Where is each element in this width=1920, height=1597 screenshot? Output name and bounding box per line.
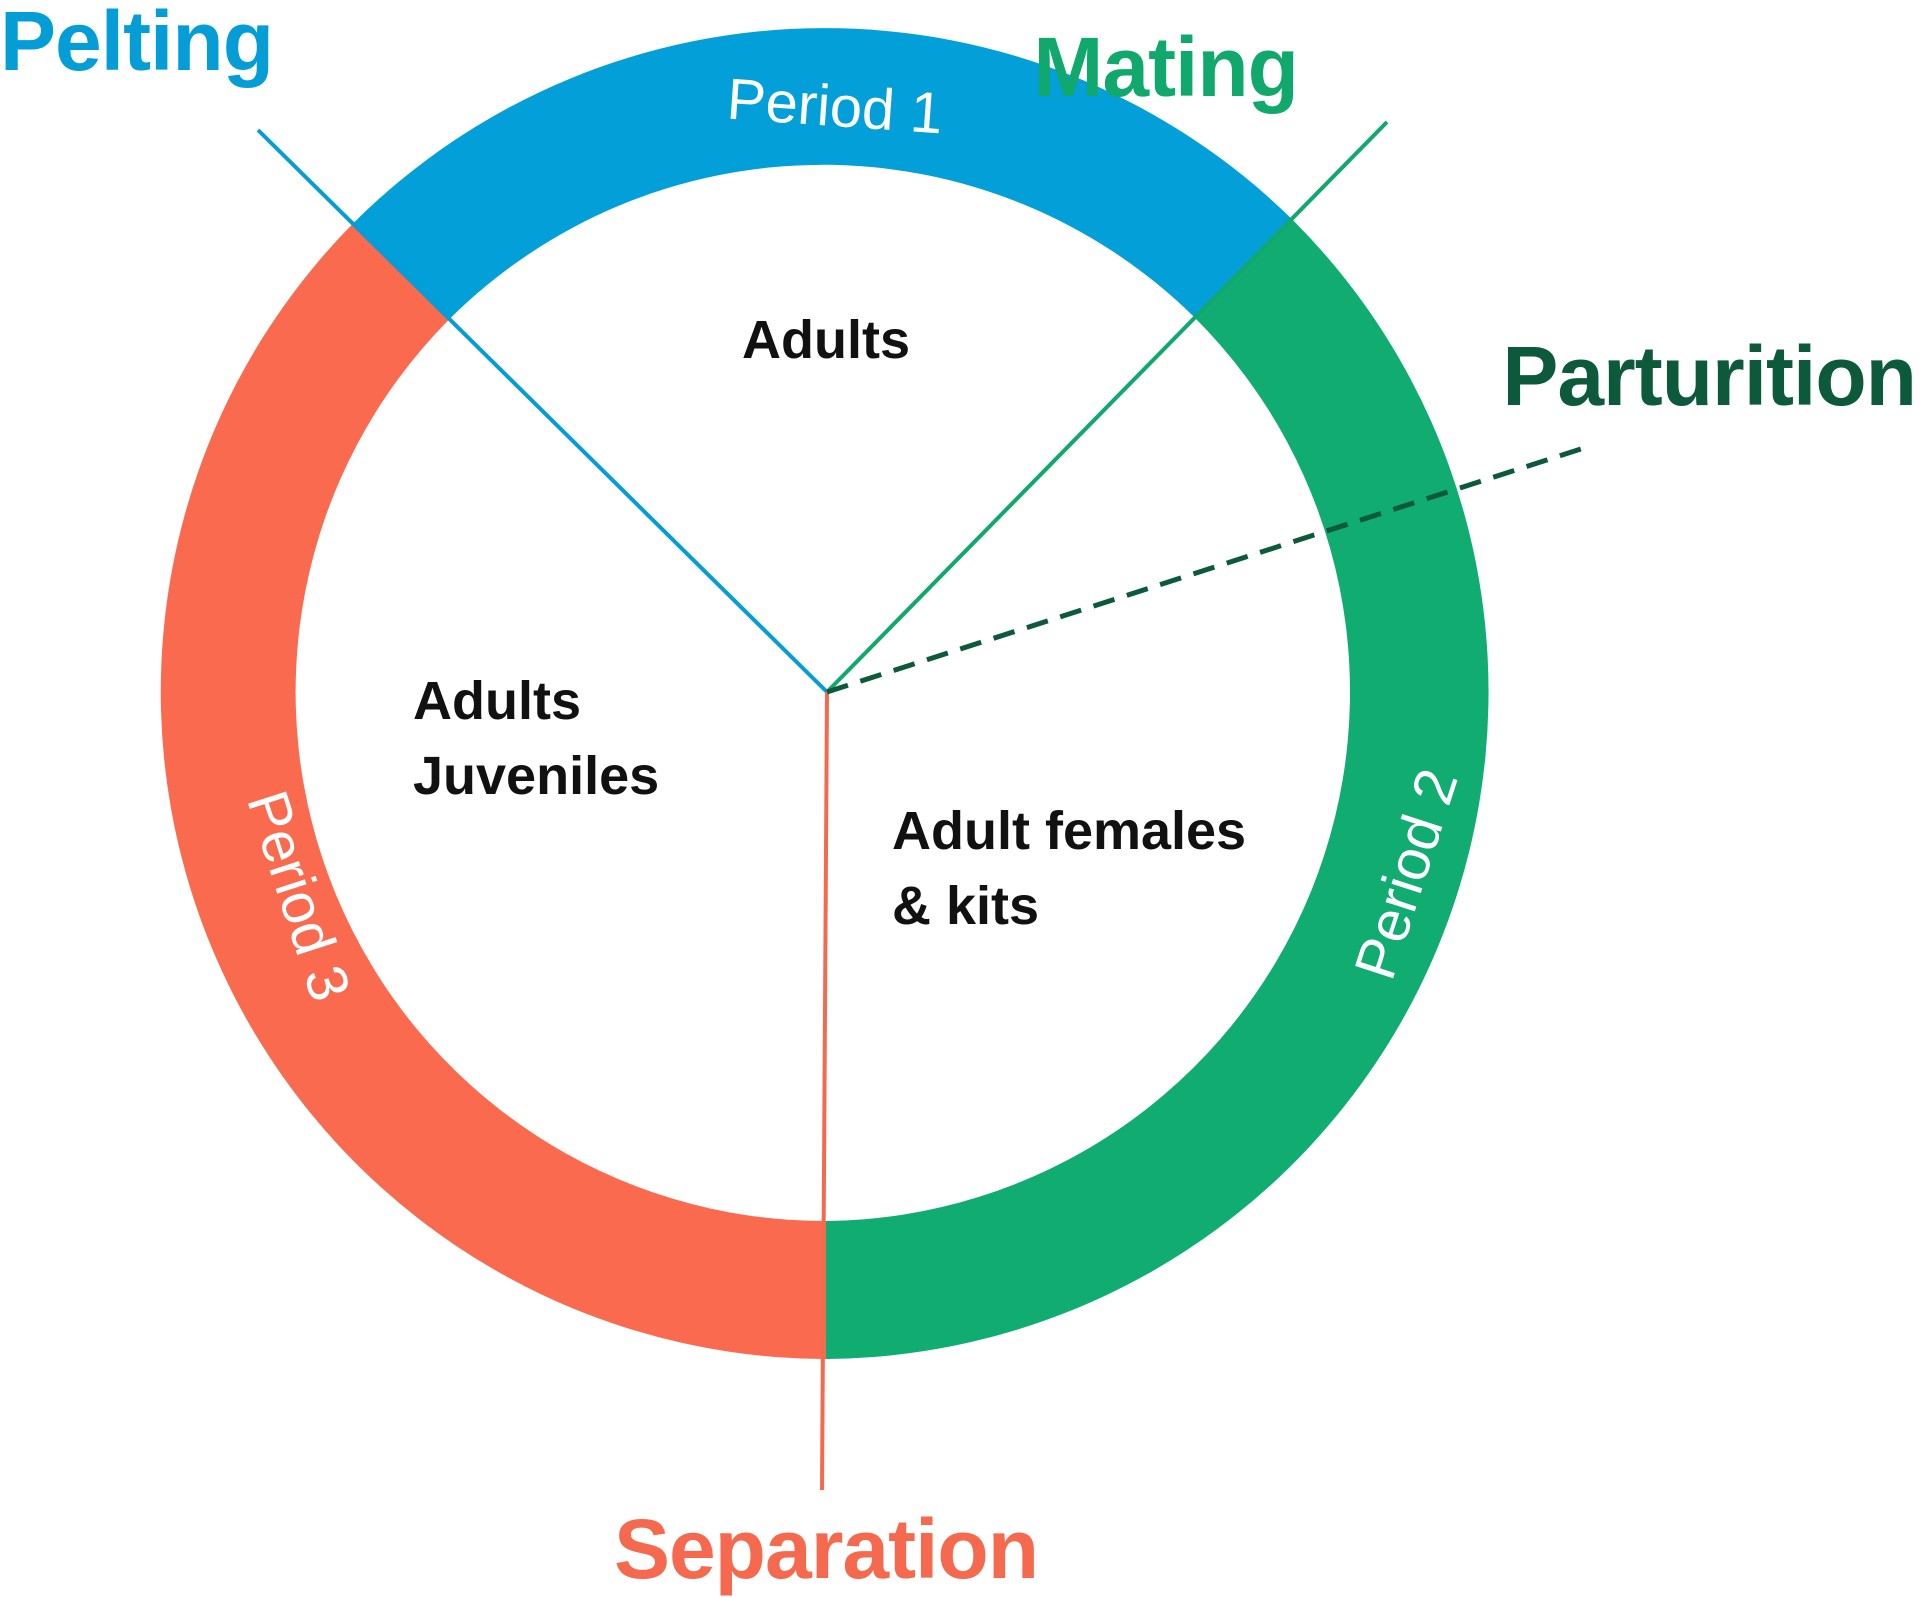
zone-line: Juveniles [413,746,659,806]
pelting-line [256,128,829,694]
period-1-label: Period 1 [725,67,945,147]
zone-line: Adults [742,310,910,370]
parturition-dashed-line [826,445,1585,695]
pelting-label: Pelting [0,0,273,88]
mating-label: Mating [1033,20,1298,114]
period-2-ring-segment [826,220,1489,1360]
period-3-ring-segment [160,223,827,1359]
separation-label: Separation [614,1502,1038,1596]
zone-line: Adult females [892,801,1246,861]
period-2-zone-label: Adult females & kits [892,801,1261,936]
separation-line [820,691,829,1491]
period-1-zone-label: Adults [742,310,910,370]
period-1-ring-segment [353,28,1293,320]
mating-line [825,120,1389,694]
parturition-label: Parturition [1502,329,1916,423]
period-3-zone-label: Adults Juveniles [413,671,659,806]
zone-line: & kits [892,876,1039,936]
zone-line: Adults [413,671,581,731]
